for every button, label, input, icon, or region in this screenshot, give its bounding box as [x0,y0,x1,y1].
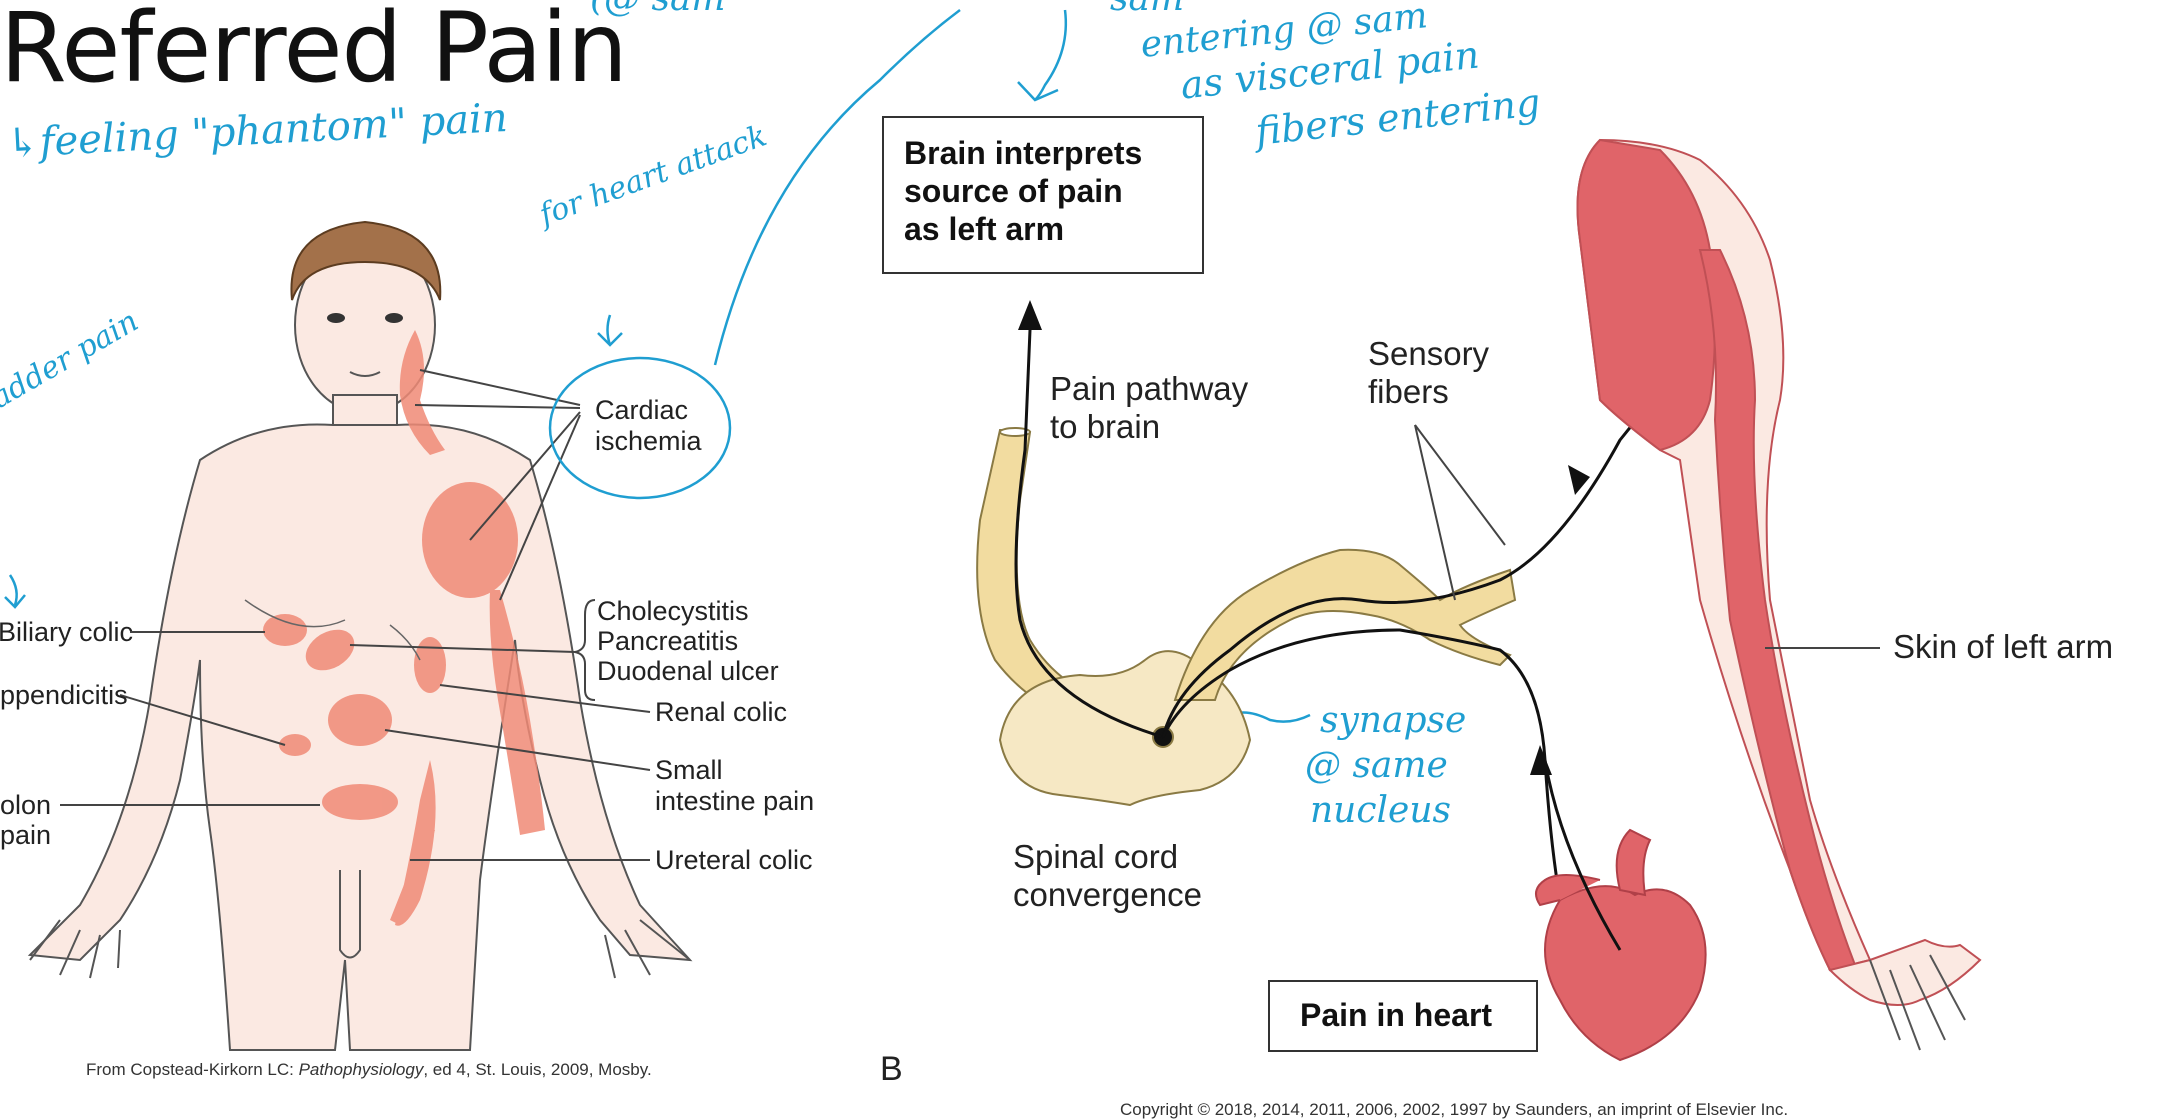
label-renal: Renal colic [655,697,788,727]
label-convergence: convergence [1013,876,1202,913]
left-arm [1576,138,1982,1051]
label-to-brain: to brain [1050,408,1161,445]
label-appendicitis: ppendicitis [0,680,128,710]
sensory-leaders [1414,424,1506,601]
label-cholecystitis: Cholecystitis [597,596,749,626]
body-figure [27,220,693,1051]
label-colon-pain: pain [0,820,52,850]
label-duodenal: Duodenal ulcer [597,656,779,686]
label-skin-left-arm: Skin of left arm [1893,628,2114,665]
label-pain-pathway: Pain pathway [1050,370,1249,407]
heart-box: Pain in heart [1268,980,1538,1052]
label-sensory: Sensory [1368,335,1490,372]
label-spinal-cord: Spinal cord [1013,838,1179,875]
label-biliary: Biliary colic [0,617,134,647]
handwritten-marks [4,9,1311,733]
label-intestine: intestine pain [655,786,815,816]
page-title: Referred Pain [0,0,628,104]
brain-box: Brain interprets source of pain as left … [882,116,1204,274]
label-fibers: fibers [1368,373,1449,410]
handwriting-sam: sam [1110,0,1184,19]
label-colon: olon [0,790,52,820]
label-small: Small [655,755,723,785]
panel-letter-b: B [880,1050,903,1088]
left-credit: From Copstead-Kirkorn LC: Pathophysiolog… [86,1060,652,1079]
handwriting-top-clip: (@ sam [590,0,726,19]
heart [1535,759,1707,1062]
handwriting-nucleus: nucleus [1310,790,1452,831]
label-pancreatitis: Pancreatitis [597,626,739,656]
label-cardiac: Cardiac [595,395,689,425]
handwriting-same: @ same [1305,745,1448,786]
copyright-text: Copyright © 2018, 2014, 2011, 2006, 2002… [1120,1100,1789,1119]
label-ischemia: ischemia [595,426,702,456]
handwriting-synapse: synapse [1320,700,1467,741]
label-ureteral: Ureteral colic [655,845,813,875]
